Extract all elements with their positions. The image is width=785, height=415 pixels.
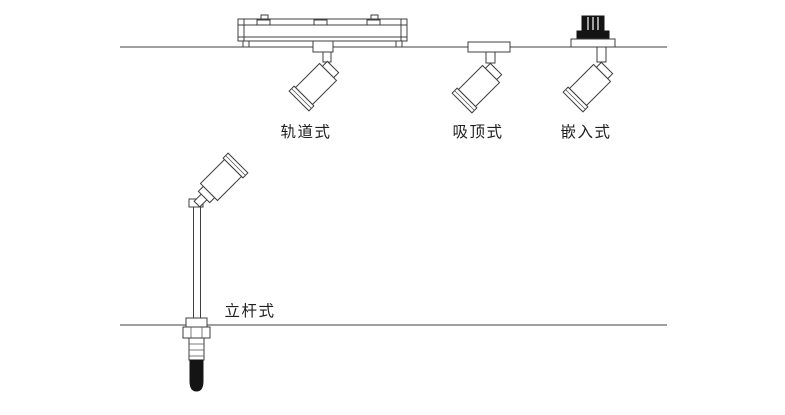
track-lamp-stem xyxy=(322,51,332,63)
ceiling-spotlight xyxy=(451,62,503,114)
track-fixture xyxy=(237,14,408,112)
track-mount-clip-left xyxy=(242,40,250,48)
track-slot-left xyxy=(256,19,271,26)
spike-threaded-body xyxy=(188,337,205,361)
pole-spotlight xyxy=(193,152,249,208)
recessed-yoke-stem xyxy=(596,46,607,63)
ceiling-fixture xyxy=(451,41,511,114)
ground-hex-nut xyxy=(182,326,211,339)
track-slot-center xyxy=(313,19,328,26)
track-mount-clip-right xyxy=(395,40,403,48)
lamp-lens-line xyxy=(454,90,475,111)
ceiling-canopy xyxy=(467,41,511,53)
recessed-spotlight xyxy=(562,61,614,113)
lamp-lens-line xyxy=(225,155,246,176)
track-screw-left xyxy=(260,14,269,20)
label-recessed: 嵌入式 xyxy=(560,123,611,141)
lamp-lens-line xyxy=(565,89,586,110)
label-track-mounted: 轨道式 xyxy=(280,123,331,141)
label-ceiling-mounted: 吸顶式 xyxy=(452,123,503,141)
pole xyxy=(193,201,201,323)
track-spotlight xyxy=(288,60,340,112)
label-pole-mounted: 立杆式 xyxy=(224,302,275,320)
ground-spike-tip xyxy=(189,359,204,392)
ground-flange xyxy=(185,317,208,328)
recessed-housing-band xyxy=(576,30,610,40)
ceiling-lamp-stem xyxy=(485,51,496,64)
track-slot-right xyxy=(366,19,381,26)
pole-fixture xyxy=(182,152,249,392)
track-screw-right xyxy=(370,14,379,20)
recessed-fixture xyxy=(562,15,616,113)
recessed-trim-flange xyxy=(570,38,616,48)
track-adapter xyxy=(312,40,334,53)
lamp-lens-line xyxy=(291,88,312,109)
